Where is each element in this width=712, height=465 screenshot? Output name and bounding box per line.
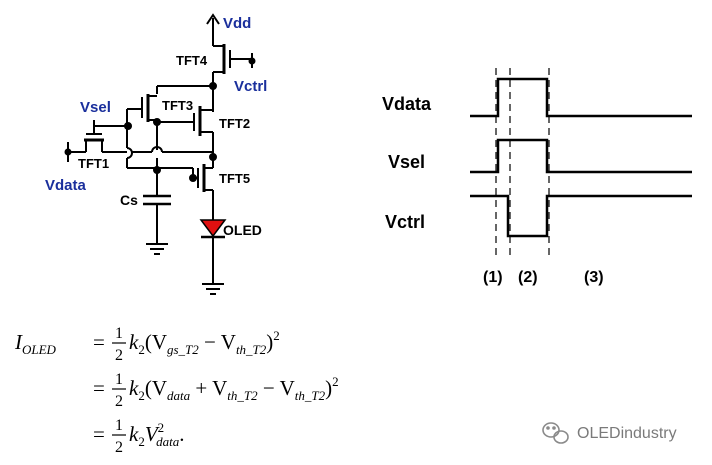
eq3-half-den: 2: [115, 439, 123, 456]
vdata-label: Vdata: [45, 177, 87, 194]
timing-vsel-label: Vsel: [388, 152, 425, 172]
equation-line-1: IOLED = 1 2 k2(Vgs_T2 − Vth_T2)2: [14, 325, 280, 364]
equation-line-2: = 1 2 k2(Vdata + Vth_T2 − Vth_T2)2: [93, 371, 339, 410]
watermark: OLEDindustry: [542, 422, 677, 444]
vdata-waveform: [470, 77, 692, 118]
vsel-label: Vsel: [80, 99, 111, 116]
circuit-schematic: [64, 13, 256, 295]
eq2-body: k2(Vdata + Vth_T2 − Vth_T2)2: [129, 374, 339, 403]
watermark-text: OLEDindustry: [577, 425, 677, 442]
tft5-label: TFT5: [219, 171, 250, 186]
oled-label: OLED: [223, 222, 262, 238]
eq-lhs: IOLED: [14, 330, 57, 357]
eq3-equals: =: [93, 422, 105, 446]
vctrl-label: Vctrl: [234, 78, 267, 95]
vdd-label: Vdd: [223, 15, 251, 32]
node-b: [209, 153, 217, 161]
phase-markers: [495, 68, 550, 258]
eq1-half-den: 2: [115, 347, 123, 364]
phase-3-label: (3): [584, 269, 604, 286]
vctrl-node: [248, 57, 256, 65]
timing-vdata-label: Vdata: [382, 94, 432, 114]
tft4-label: TFT4: [176, 53, 208, 68]
timing-vctrl-label: Vctrl: [385, 212, 425, 232]
timing-diagram: [470, 77, 692, 238]
phase-1-label: (1): [483, 269, 503, 286]
vctrl-waveform: [470, 194, 692, 238]
oled-diode-icon: [199, 219, 227, 238]
eq1-equals: =: [93, 330, 105, 354]
vsel-waveform: [470, 138, 692, 174]
eq3-half-num: 1: [115, 417, 123, 434]
eq2-half-den: 2: [115, 393, 123, 410]
tft2-label: TFT2: [219, 116, 250, 131]
phase-2-label: (2): [518, 269, 538, 286]
eq2-equals: =: [93, 376, 105, 400]
eq1-half-num: 1: [115, 325, 123, 342]
eq2-half-num: 1: [115, 371, 123, 388]
wechat-icon: [542, 422, 569, 444]
cs-label: Cs: [120, 192, 138, 208]
eq1-body: k2(Vgs_T2 − Vth_T2)2: [129, 328, 280, 357]
oled-current-equation: IOLED = 1 2 k2(Vgs_T2 − Vth_T2)2 = 1 2 k…: [14, 325, 339, 456]
vdata-node: [64, 148, 72, 156]
tft1-label: TFT1: [78, 156, 109, 171]
vdd-arrow-icon: [206, 13, 220, 25]
wire-hop-2: [151, 146, 163, 153]
tft3-label: TFT3: [162, 98, 193, 113]
wire-hop: [126, 147, 133, 159]
